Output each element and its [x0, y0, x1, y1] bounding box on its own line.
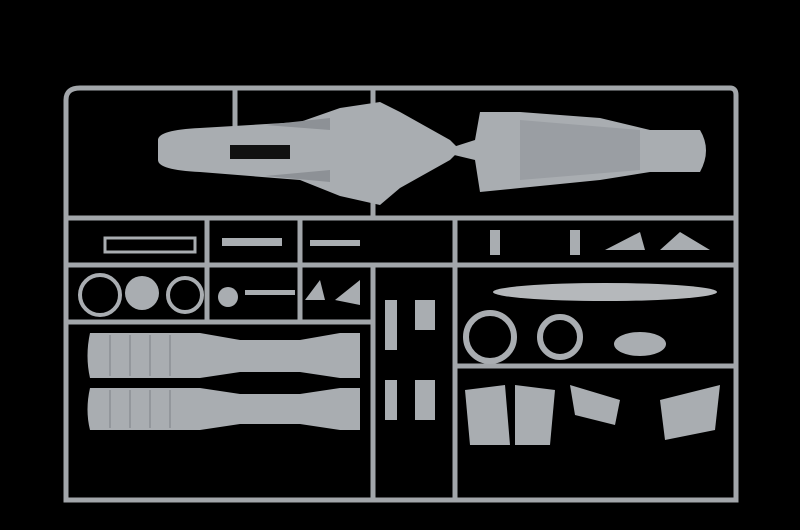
- fuselage-rear: [450, 112, 706, 192]
- sprue-frame: [63, 85, 739, 503]
- engine-nozzles: [87, 333, 360, 430]
- fuselage-front: [158, 102, 460, 205]
- small-parts: [78, 230, 720, 445]
